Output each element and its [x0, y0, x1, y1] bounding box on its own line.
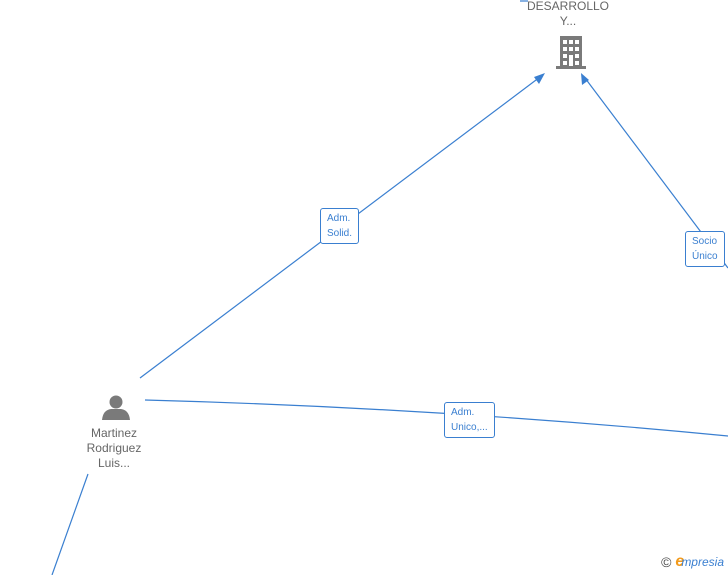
person-node-label[interactable]: Martinez Rodriguez Luis...	[74, 426, 154, 471]
building-icon[interactable]	[556, 36, 586, 69]
edge-line-adm-unico[interactable]	[144, 399, 728, 437]
person-label-line-3: Luis...	[97, 456, 130, 470]
copyright-icon: ©	[661, 554, 672, 570]
arrow-head-adm-solid	[534, 73, 545, 84]
edge-label-adm-solid-line-2: Solid.	[327, 228, 353, 239]
brand-logo-text: mpresia	[681, 555, 724, 569]
edge-label-socio-unico-line-2: Único	[692, 251, 718, 262]
company-label-line-1: DESARROLLO	[526, 0, 610, 13]
edge-label-adm-solid[interactable]: Adm. Solid.	[320, 208, 360, 244]
edge-line-lower-left[interactable]	[51, 473, 89, 575]
person-label-line-2: Rodriguez	[86, 441, 142, 455]
edge-label-socio-unico-line-1: Socio	[692, 236, 718, 247]
company-node-label[interactable]: DESARROLLO Y...	[518, 0, 618, 29]
edge-label-adm-solid-line-1: Adm.	[327, 213, 351, 224]
edge-label-adm-unico-line-1: Adm.	[451, 407, 475, 418]
edge-label-adm-unico[interactable]: Adm. Unico,...	[444, 402, 495, 438]
arrow-head-socio-unico	[581, 73, 589, 85]
person-label-line-1: Martinez	[90, 426, 137, 440]
brand-logo: empresia	[675, 553, 724, 571]
edge-label-adm-unico-line-2: Unico,...	[451, 422, 488, 433]
company-label-line-2: Y...	[559, 14, 577, 28]
brand-logo-initial: e	[675, 553, 685, 570]
brand-footer[interactable]: © empresia	[661, 553, 724, 571]
edge-label-socio-unico[interactable]: Socio Único	[685, 231, 725, 267]
person-icon[interactable]	[102, 395, 130, 421]
